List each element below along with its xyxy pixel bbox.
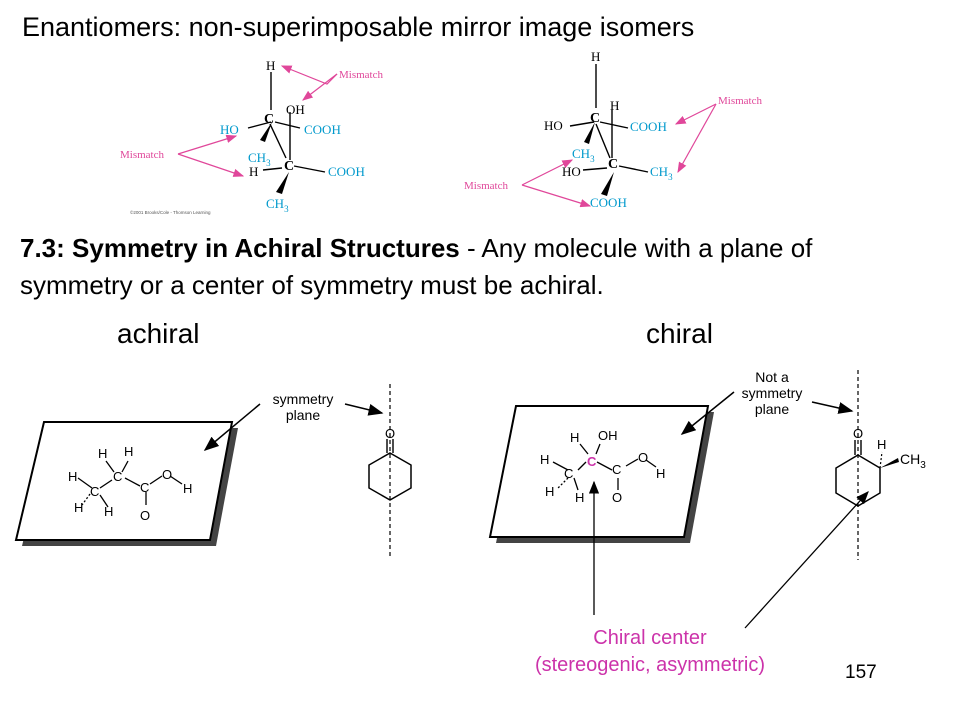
left-cooh-lower: COOH: [328, 164, 365, 179]
chiral-center-arrow-2: [744, 491, 869, 629]
right-h-top: H: [591, 49, 600, 64]
symmetry-plane-label-1: symmetry: [273, 391, 334, 407]
not-symmetry-arrow-right: [811, 401, 854, 414]
right-cooh-lower: COOH: [590, 195, 627, 210]
left-c-upper: C: [264, 112, 274, 127]
right-ho-upper: HO: [544, 118, 563, 133]
chiral-center-c: C: [587, 454, 597, 469]
achiral-o1: O: [162, 467, 172, 482]
chiral-c1: C: [564, 466, 573, 481]
symmetry-plane-label-2: plane: [286, 407, 320, 423]
not-a-label-3: plane: [755, 401, 789, 417]
achiral-ring-o: O: [385, 426, 395, 441]
chiral-o1: O: [638, 450, 648, 465]
chiral-center-line-2: (stereogenic, asymmetric): [534, 654, 766, 676]
page-number: 157: [845, 662, 877, 683]
chiral-o2: O: [612, 490, 622, 505]
left-h-top: H: [266, 58, 275, 73]
symmetry-plane-arrow-right: [344, 403, 384, 416]
chiral-h4: H: [545, 484, 554, 499]
right-mismatch-top: Mismatch: [718, 95, 762, 107]
section-text: 7.3: Symmetry in Achiral Structures - An…: [20, 230, 920, 304]
achiral-h2: H: [124, 444, 133, 459]
right-ho-lower: HO: [562, 164, 581, 179]
left-h-lower: H: [249, 164, 258, 179]
left-ch3-lower: CH3: [266, 196, 289, 214]
achiral-h5: H: [74, 500, 83, 515]
achiral-h4: H: [183, 481, 192, 496]
chiral-center-note: Chiral center (stereogenic, asymmetric): [500, 625, 800, 679]
chiral-methylcyclohexanone: O H CH3: [835, 370, 926, 560]
right-mismatch-left-arrow-2: [521, 184, 592, 208]
right-mismatch-left-arrow: [521, 159, 574, 186]
right-h-upper: H: [610, 98, 619, 113]
chiral-c3: C: [612, 462, 621, 477]
not-symmetry-arrow-left: [680, 391, 735, 435]
left-mismatch-top-arrow-2: [302, 73, 338, 101]
copyright-note: ©2001 Brooks/Cole - Thomson Learning: [130, 209, 211, 215]
right-c-upper: C: [590, 111, 600, 126]
left-ho: HO: [220, 122, 239, 137]
achiral-h3: H: [68, 469, 77, 484]
chiral-oh: OH: [598, 428, 618, 443]
section-body: - Any molecule with a plane of symmetry …: [20, 233, 813, 300]
chiral-h5: H: [575, 490, 584, 505]
achiral-c3: C: [140, 480, 149, 495]
achiral-c2: C: [90, 484, 99, 499]
right-ch3-upper: CH3: [572, 146, 595, 164]
enantiomer-right: H C H HO COOH CH3 C HO CH3 COOH Mismatch…: [464, 49, 762, 210]
right-c-lower: C: [608, 157, 618, 172]
symmetry-plane-arrow-left: [203, 403, 261, 451]
right-cooh-upper: COOH: [630, 119, 667, 134]
chiral-h1: H: [570, 430, 579, 445]
chiral-h2: H: [540, 452, 549, 467]
achiral-o2: O: [140, 508, 150, 523]
right-mismatch-top-arrow: [674, 103, 717, 125]
achiral-cyclohexanone: O: [368, 384, 412, 558]
achiral-label: achiral: [117, 318, 200, 349]
chiral-plane: [488, 405, 710, 538]
chiral-ring-o: O: [853, 426, 863, 441]
chiral-center-line-1: Chiral center: [593, 627, 707, 649]
right-ch3-lower: CH3: [650, 164, 673, 182]
left-mismatch-top: Mismatch: [339, 69, 383, 81]
not-a-label-2: symmetry: [742, 385, 803, 401]
left-cooh-upper: COOH: [304, 122, 341, 137]
not-a-label-1: Not a: [755, 369, 789, 385]
chiral-h3: H: [656, 466, 665, 481]
left-mismatch-left-arrow: [177, 134, 238, 155]
chiral-ring-h: H: [877, 437, 886, 452]
achiral-plane: [14, 421, 234, 541]
slide-title: Enantiomers: non-superimposable mirror i…: [22, 12, 695, 42]
left-oh: OH: [286, 102, 305, 117]
chiral-ring-ch3: CH3: [900, 451, 926, 471]
left-mismatch-left-arrow-2: [177, 153, 245, 177]
achiral-h6: H: [104, 504, 113, 519]
section-heading: 7.3: Symmetry in Achiral Structures: [20, 233, 460, 263]
chiral-plane-figure: H OH H C C C O H O H H Not a symmetry pl…: [488, 369, 926, 629]
achiral-h1: H: [98, 446, 107, 461]
left-mismatch-top-arrow: [280, 65, 338, 85]
enantiomer-left: H C OH HO COOH CH3 C H COOH CH3 ©2001 Br…: [120, 58, 383, 215]
achiral-c1: C: [113, 469, 122, 484]
chiral-label: chiral: [646, 318, 713, 349]
right-mismatch-left: Mismatch: [464, 180, 508, 192]
achiral-plane-figure: H H C H C C O H O H H symmetry plane O: [14, 384, 412, 558]
left-c-lower: C: [284, 159, 294, 174]
left-ch3-upper: CH3: [248, 150, 271, 168]
right-mismatch-top-arrow-2: [677, 103, 717, 174]
left-mismatch-left: Mismatch: [120, 149, 164, 161]
